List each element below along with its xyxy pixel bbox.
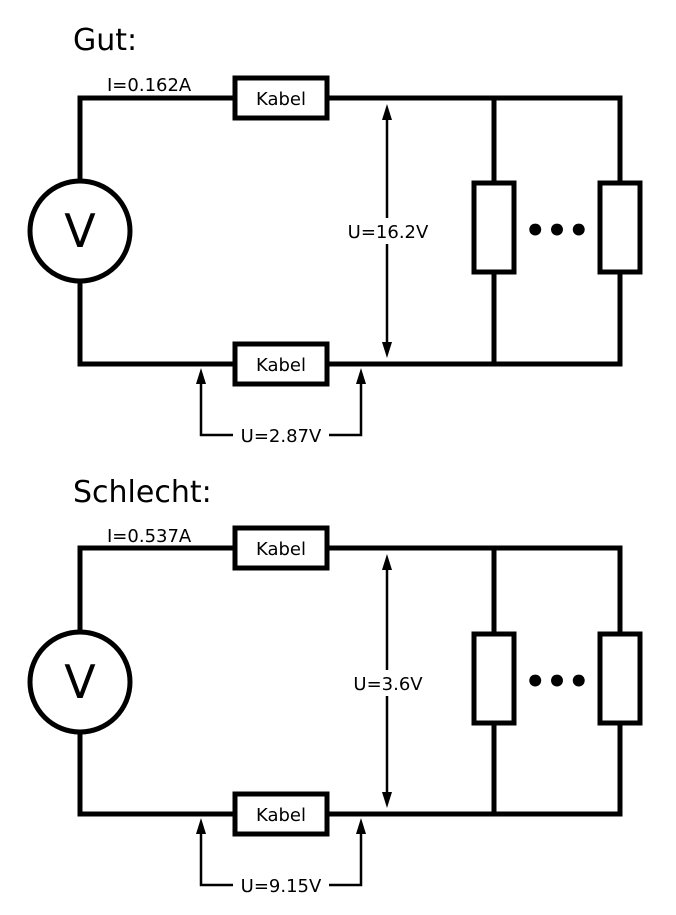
cable-bottom-label: Kabel	[256, 805, 306, 826]
arrowhead-left	[196, 368, 206, 384]
cable-bottom-box	[232, 791, 330, 837]
arrowhead-down	[382, 792, 392, 808]
load-voltage-label: U=3.6V	[353, 674, 423, 695]
wire-top	[77, 545, 623, 637]
wire-bottom	[77, 720, 623, 817]
cable-voltage-bracket	[199, 380, 363, 437]
circuit-heading: Schlecht:	[73, 475, 212, 510]
circuit-bad: Schlecht: V I=0.537A Kabel Kabel ••• U=3…	[27, 475, 643, 897]
arrowhead-down	[382, 342, 392, 358]
circuit-heading: Gut:	[73, 23, 137, 58]
more-loads-ellipsis: •••	[524, 211, 589, 251]
arrowhead-right	[356, 818, 366, 834]
load-resistor-1	[471, 631, 517, 726]
voltage-source-symbol	[27, 178, 133, 284]
wire-top	[77, 95, 623, 186]
voltage-source-label: V	[64, 655, 96, 709]
voltage-source-symbol	[27, 629, 133, 735]
circuit-good: Gut: V I=0.162A Kabel Kabel ••• U=16.2V …	[27, 23, 643, 447]
load-resistor-1	[471, 180, 517, 275]
load-resistor-2	[597, 631, 643, 726]
load-voltage-label-bg	[340, 218, 436, 244]
arrowhead-up	[382, 554, 392, 570]
current-label: I=0.537A	[107, 526, 192, 547]
load-resistor-2	[597, 180, 643, 275]
cable-bottom-label: Kabel	[256, 355, 306, 376]
current-label: I=0.162A	[107, 75, 192, 96]
load-voltage-label: U=16.2V	[348, 222, 429, 243]
voltage-source-label: V	[64, 204, 96, 258]
cable-voltage-label: U=9.15V	[241, 876, 322, 897]
wire-bottom	[77, 269, 623, 367]
arrowhead-left	[196, 818, 206, 834]
arrowhead-up	[382, 104, 392, 120]
cable-bottom-box	[232, 341, 330, 387]
cable-voltage-bracket	[199, 830, 363, 887]
arrowhead-right	[356, 368, 366, 384]
cable-top-label: Kabel	[256, 89, 306, 110]
cable-top-box	[232, 75, 330, 121]
cable-top-box	[232, 525, 330, 571]
more-loads-ellipsis: •••	[524, 662, 589, 702]
cable-voltage-label: U=2.87V	[241, 426, 322, 447]
load-voltage-label-bg	[346, 670, 430, 696]
cable-top-label: Kabel	[256, 539, 306, 560]
